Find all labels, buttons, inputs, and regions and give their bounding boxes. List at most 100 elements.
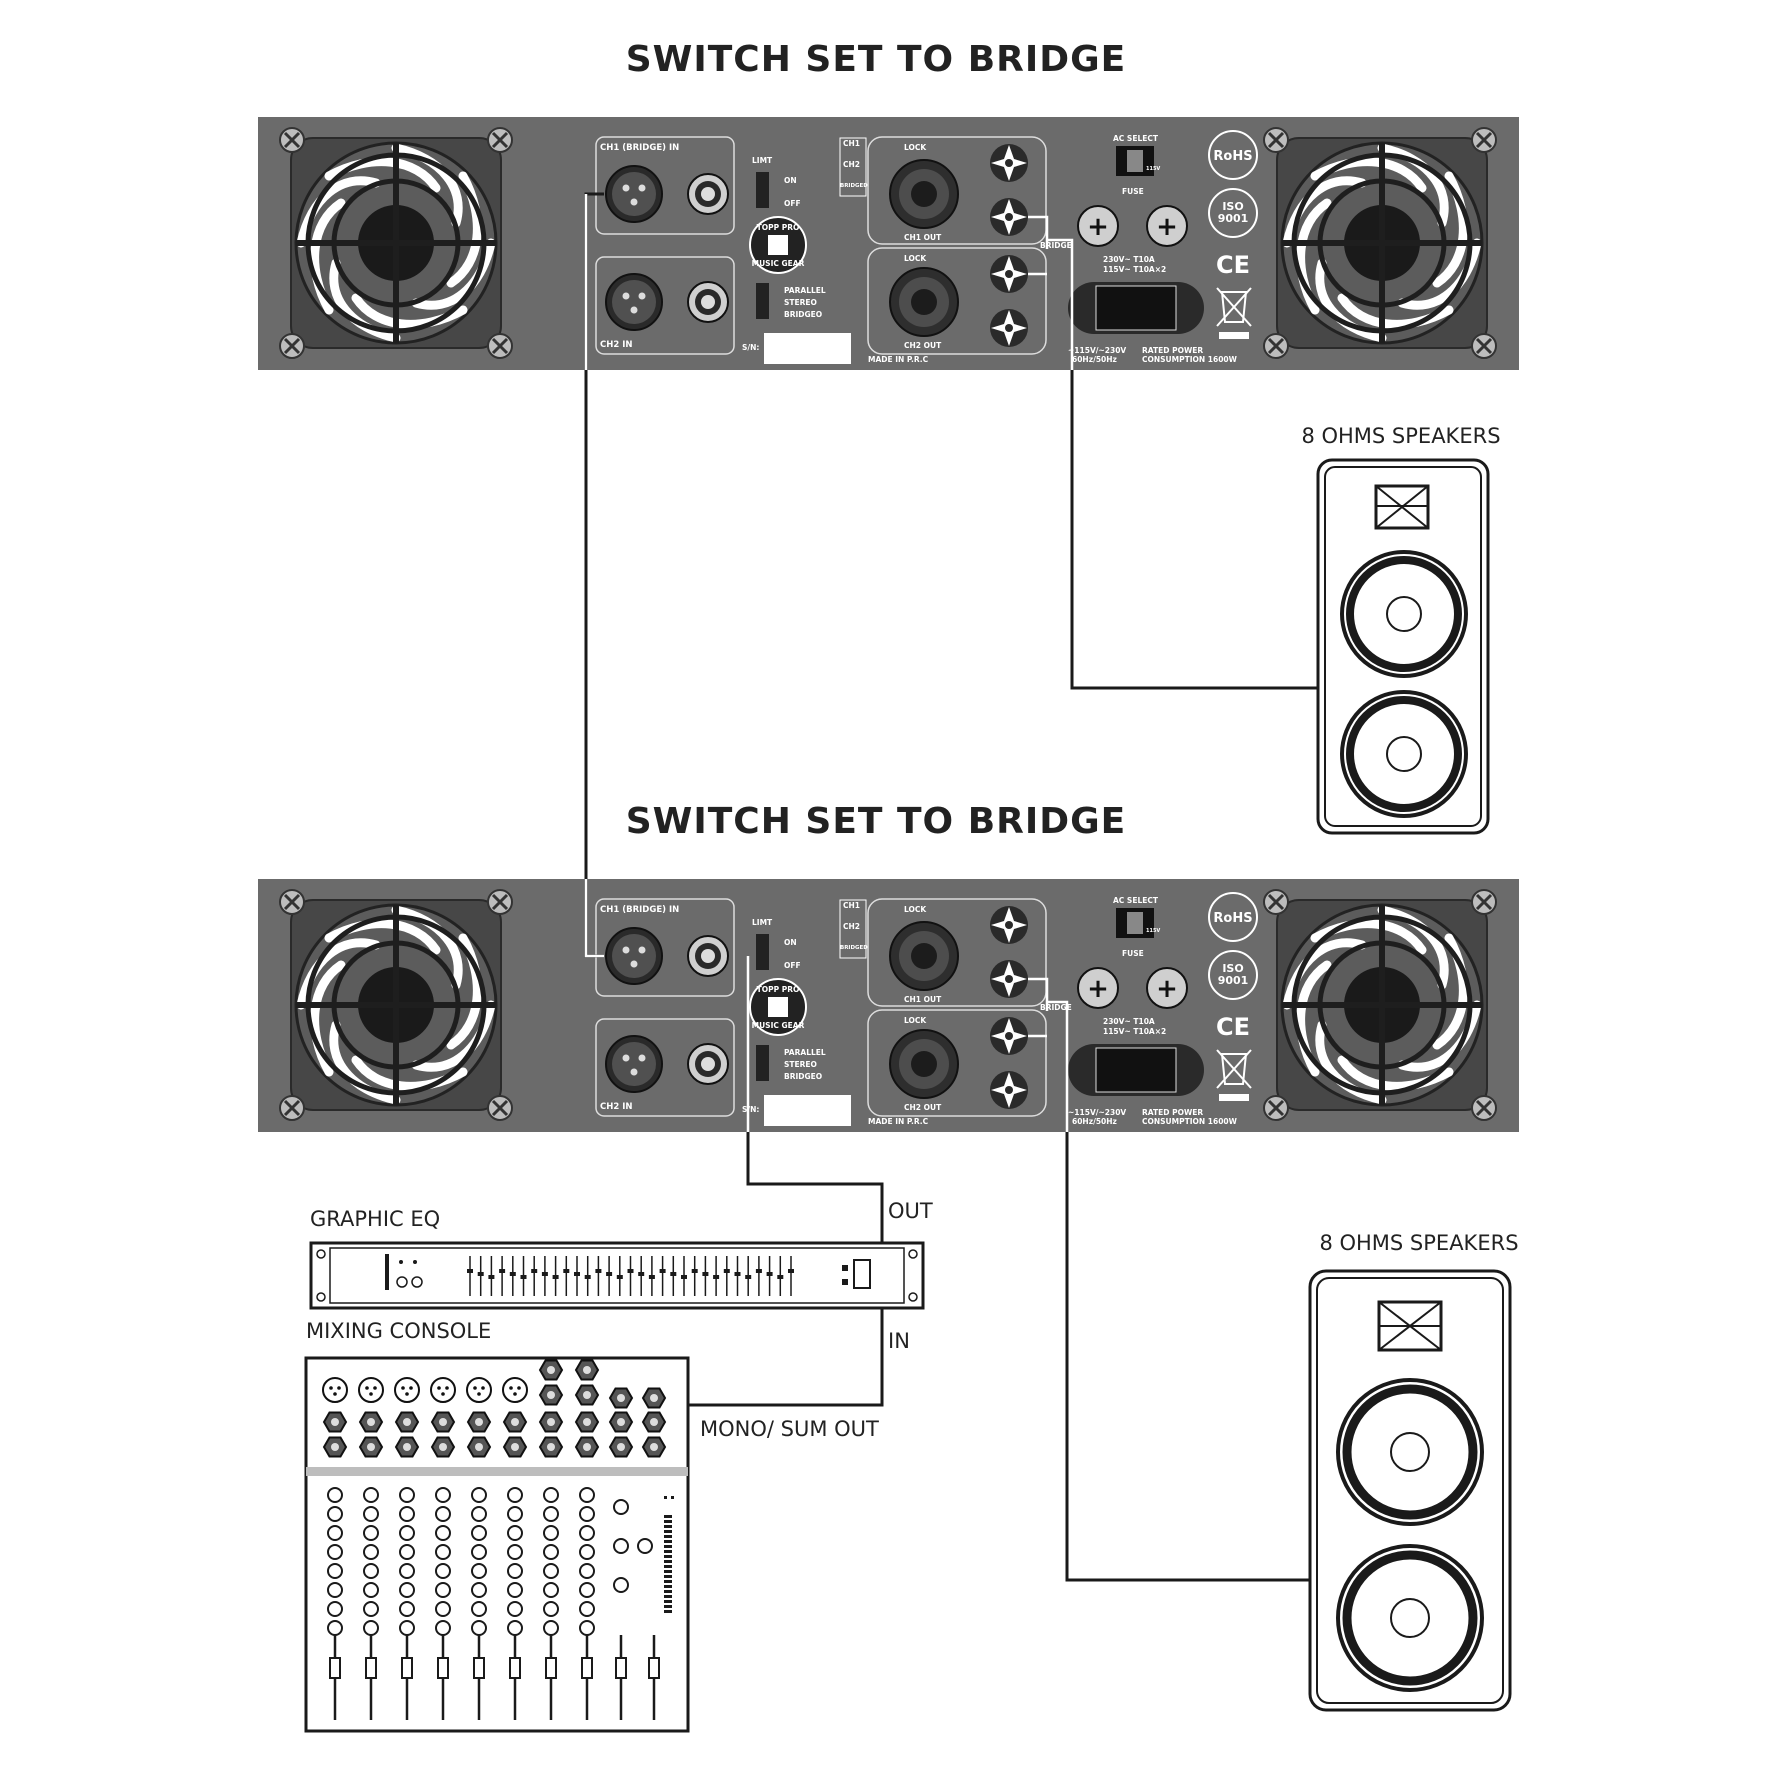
- eq-knob-icon: [471, 1544, 487, 1560]
- mono-sum-out-label: MONO/ SUM OUT: [700, 1417, 879, 1441]
- svg-text:ISO: ISO: [1222, 200, 1243, 213]
- svg-text:ISO: ISO: [1222, 962, 1243, 975]
- mic-input-icon: [394, 1377, 420, 1403]
- jack-input-ch1: [687, 935, 729, 977]
- eq-knob-icon: [471, 1525, 487, 1541]
- xlr-input-ch2: [605, 1035, 663, 1093]
- ch1-in-label: CH1 (BRIDGE) IN: [600, 143, 679, 153]
- fader-icon: [329, 1657, 341, 1679]
- svg-text:CONSUMPTION 1600W: CONSUMPTION 1600W: [1142, 355, 1238, 364]
- brand-logo-icon: TOPP PRO MUSIC GEAR: [749, 978, 807, 1036]
- eq-label: GRAPHIC EQ: [310, 1207, 440, 1231]
- eq-knob-icon: [579, 1582, 595, 1598]
- eq-knob-icon: [543, 1601, 559, 1617]
- meter-segment: [664, 1555, 672, 1558]
- speaker-cabinet-2: 8 OHMS SPEAKERS: [1308, 1231, 1519, 1712]
- meter-segment: [664, 1565, 672, 1568]
- fan-icon: [291, 138, 501, 348]
- svg-text:ON: ON: [784, 176, 797, 185]
- eq-out-label: OUT: [888, 1199, 933, 1223]
- fader-icon: [545, 1657, 557, 1679]
- svg-text:RoHS: RoHS: [1213, 149, 1252, 164]
- eq-knob-icon: [543, 1582, 559, 1598]
- svg-text:CH2: CH2: [843, 160, 860, 169]
- svg-text:115V~ T10A×2: 115V~ T10A×2: [1103, 1027, 1166, 1036]
- eq-knob-icon: [363, 1525, 379, 1541]
- svg-text:CH1: CH1: [843, 139, 860, 148]
- fan-icon: [1277, 900, 1487, 1110]
- eq-knob-icon: [327, 1582, 343, 1598]
- mic-input-icon: [502, 1377, 528, 1403]
- meter-segment: [664, 1590, 672, 1593]
- fader-icon: [365, 1657, 377, 1679]
- fader-icon: [401, 1657, 413, 1679]
- graphic-eq: GRAPHIC EQ OUT IN: [309, 1199, 933, 1353]
- svg-text:FUSE: FUSE: [1122, 949, 1144, 958]
- eq-knob-icon: [507, 1544, 523, 1560]
- eq-knob-icon: [471, 1563, 487, 1579]
- fader-icon: [581, 1657, 593, 1679]
- svg-text:STEREO: STEREO: [784, 1060, 817, 1069]
- eq-knob-icon: [543, 1620, 559, 1636]
- serial-plate: [764, 333, 851, 364]
- svg-text:AC SELECT: AC SELECT: [1113, 134, 1159, 143]
- speaker-cable-2: [1065, 1132, 1310, 1582]
- eq-knob-icon: [507, 1506, 523, 1522]
- svg-text:~115V/~230V: ~115V/~230V: [1068, 346, 1126, 355]
- svg-text:BRIDGED: BRIDGED: [840, 183, 868, 189]
- switch-label-1: SWITCH SET TO BRIDGE: [626, 39, 1127, 80]
- eq-knob-icon: [471, 1506, 487, 1522]
- ch1-in-label: CH1 (BRIDGE) IN: [600, 905, 679, 915]
- svg-text:BRIDGED: BRIDGED: [840, 945, 868, 951]
- jack-input-ch2: [687, 1043, 729, 1085]
- svg-text:RoHS: RoHS: [1213, 911, 1252, 926]
- svg-text:60Hz/50Hz: 60Hz/50Hz: [1072, 355, 1117, 364]
- eq-knob-icon: [363, 1487, 379, 1503]
- meter-segment: [664, 1595, 672, 1598]
- svg-text:FUSE: FUSE: [1122, 187, 1144, 196]
- svg-text:AC SELECT: AC SELECT: [1113, 896, 1159, 905]
- eq-knob-icon: [327, 1506, 343, 1522]
- eq-output-cable: [746, 1132, 884, 1243]
- svg-text:CH1 OUT: CH1 OUT: [904, 995, 942, 1004]
- svg-text:115V: 115V: [1146, 166, 1160, 172]
- meter-segment: [664, 1605, 672, 1608]
- eq-knob-icon: [543, 1506, 559, 1522]
- speaker-label-2: 8 OHMS SPEAKERS: [1319, 1231, 1518, 1255]
- svg-text:BRIDGE: BRIDGE: [1040, 1003, 1072, 1012]
- eq-knob-icon: [579, 1506, 595, 1522]
- eq-in-label: IN: [888, 1329, 910, 1353]
- svg-text:LIMT: LIMT: [752, 156, 773, 165]
- svg-text:MUSIC GEAR: MUSIC GEAR: [752, 1021, 805, 1030]
- svg-text:TOPP PRO: TOPP PRO: [757, 985, 800, 994]
- svg-text:S/N:: S/N:: [742, 1105, 759, 1114]
- speaker-label-1: 8 OHMS SPEAKERS: [1301, 424, 1500, 448]
- svg-text:MADE IN P.R.C: MADE IN P.R.C: [868, 355, 929, 364]
- xlr-input-ch1: [605, 165, 663, 223]
- eq-knob-icon: [363, 1544, 379, 1560]
- mixing-console: MIXING CONSOLE MONO/ SUM OUT: [304, 1319, 879, 1733]
- fader-icon: [437, 1657, 449, 1679]
- eq-knob-icon: [543, 1544, 559, 1560]
- eq-knob-icon: [435, 1544, 451, 1560]
- eq-knob-icon: [435, 1563, 451, 1579]
- svg-text:+: +: [1087, 974, 1109, 1004]
- eq-knob-icon: [579, 1620, 595, 1636]
- meter-segment: [664, 1610, 672, 1613]
- svg-text:+: +: [1156, 974, 1178, 1004]
- svg-text:OFF: OFF: [784, 199, 801, 208]
- eq-knob-icon: [327, 1601, 343, 1617]
- meter-segment: [664, 1575, 672, 1578]
- fader-icon: [648, 1657, 660, 1679]
- speakon-ch1: [889, 159, 959, 229]
- eq-knob-icon: [471, 1487, 487, 1503]
- mic-input-icon: [466, 1377, 492, 1403]
- svg-text:CONSUMPTION 1600W: CONSUMPTION 1600W: [1142, 1117, 1238, 1126]
- svg-text:S/N:: S/N:: [742, 343, 759, 352]
- svg-text:9001: 9001: [1218, 974, 1249, 987]
- svg-text:MUSIC GEAR: MUSIC GEAR: [752, 259, 805, 268]
- eq-knob-icon: [471, 1620, 487, 1636]
- eq-knob-icon: [399, 1544, 415, 1560]
- svg-text:MADE IN P.R.C: MADE IN P.R.C: [868, 1117, 929, 1126]
